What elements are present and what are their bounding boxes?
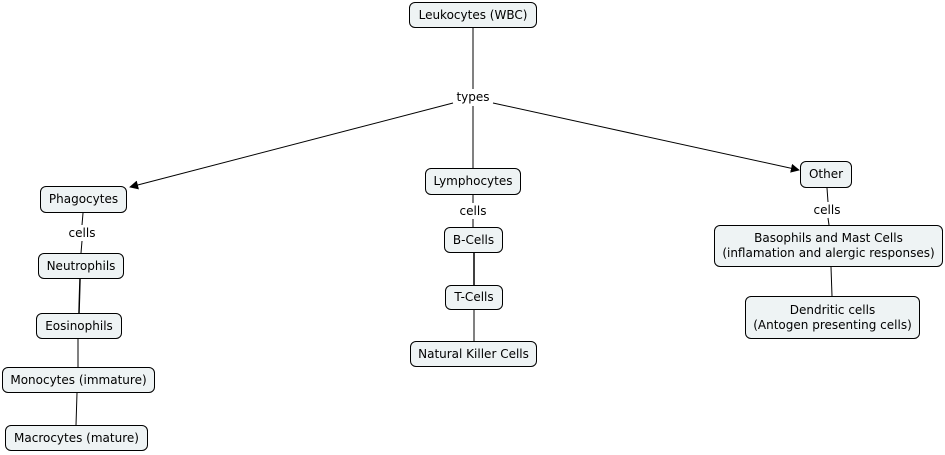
line-basophils-dendritic xyxy=(830,266,833,297)
arrow-types-other xyxy=(492,102,800,173)
node-lymphocytes[interactable]: Lymphocytes xyxy=(425,168,521,195)
node-macrocytes[interactable]: Macrocytes (mature) xyxy=(5,425,148,451)
node-dendritic[interactable]: Dendritic cells (Antogen presenting cell… xyxy=(745,296,920,339)
node-other[interactable]: Other xyxy=(800,161,852,188)
line-neutrophils-eosinophils xyxy=(78,278,81,314)
node-b-cells[interactable]: B-Cells xyxy=(444,227,503,253)
node-monocytes[interactable]: Monocytes (immature) xyxy=(2,367,155,393)
node-eosinophils[interactable]: Eosinophils xyxy=(36,313,122,339)
node-phagocytes[interactable]: Phagocytes xyxy=(40,186,127,213)
line-cells-basophils xyxy=(827,217,830,226)
arrow-types-phagocytes xyxy=(129,102,454,190)
line-cells-neutrophils xyxy=(80,240,83,254)
line-other-cells xyxy=(826,187,829,203)
link-label-lymphocytes-cells: cells xyxy=(457,204,489,218)
link-label-types: types xyxy=(454,90,492,104)
line-monocytes-macrocytes xyxy=(75,392,78,426)
node-natural-killer-cells[interactable]: Natural Killer Cells xyxy=(410,341,537,367)
link-label-phagocytes-cells: cells xyxy=(66,226,98,240)
node-neutrophils[interactable]: Neutrophils xyxy=(38,253,124,279)
link-label-other-cells: cells xyxy=(811,203,843,217)
node-t-cells[interactable]: T-Cells xyxy=(445,285,503,310)
node-basophils[interactable]: Basophils and Mast Cells (inflamation an… xyxy=(714,225,943,267)
line-phagocytes-cells xyxy=(81,212,84,226)
node-leukocytes[interactable]: Leukocytes (WBC) xyxy=(409,2,537,28)
